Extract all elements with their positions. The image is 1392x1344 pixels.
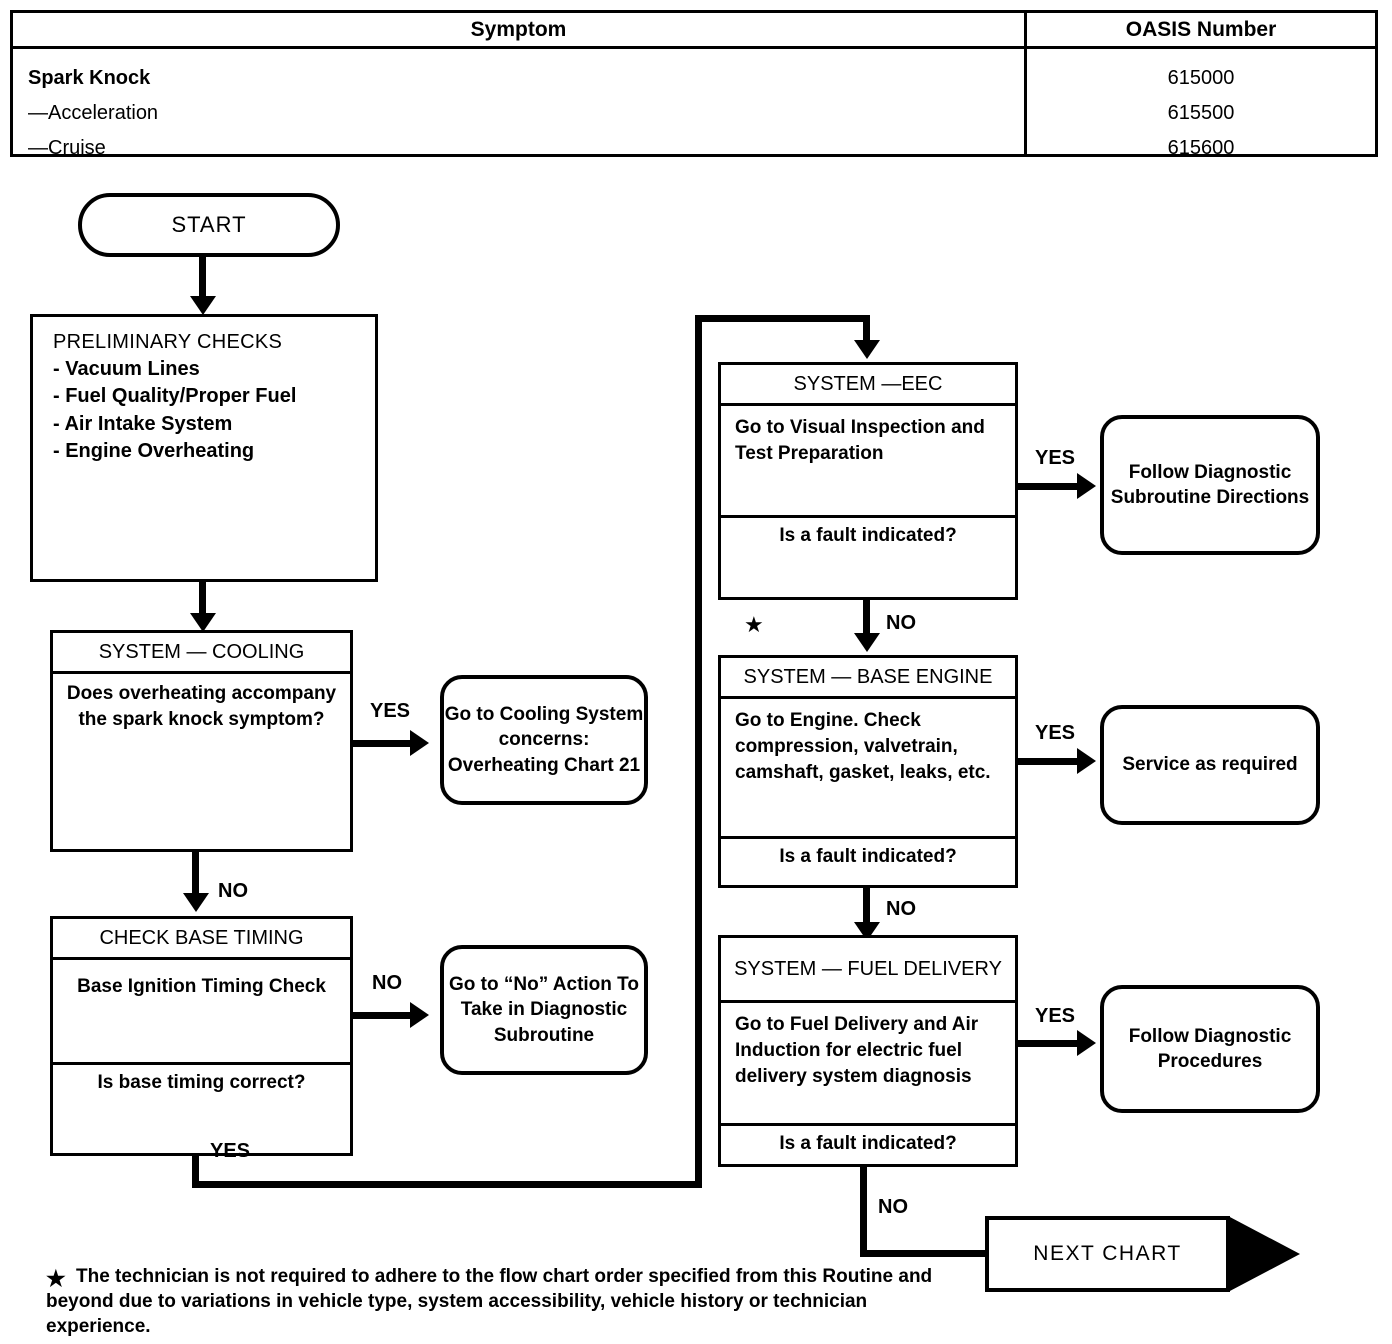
connector-base-engine-no [863, 888, 870, 930]
arrowhead-down [183, 893, 209, 912]
table-header-row [13, 13, 1375, 49]
arrowhead-right [1077, 748, 1096, 774]
preliminary-item: - Fuel Quality/Proper Fuel [53, 385, 297, 408]
check-base-timing-node: CHECK BASE TIMING Base Ignition Timing C… [50, 916, 353, 1156]
system-eec-action: Go to Visual Inspection and Test Prepara… [735, 417, 985, 465]
column-header-oasis: OASIS Number [1125, 17, 1277, 41]
system-eec-title: SYSTEM —EEC [721, 365, 1015, 406]
table-row: —Acceleration [28, 102, 159, 124]
footnote: ★ The technician is not required to adhe… [46, 1264, 976, 1339]
system-fuel-delivery-title: SYSTEM — FUEL DELIVERY [721, 938, 1015, 1003]
connector-eec-yes [1018, 483, 1080, 490]
system-base-engine-title: SYSTEM — BASE ENGINE [721, 658, 1015, 699]
table-row: 615000 [1167, 67, 1235, 89]
label-cooling-no: NO [218, 880, 248, 902]
system-cooling-action: Does overheating accompany the spark kno… [66, 683, 337, 731]
table-row: 615500 [1167, 102, 1235, 124]
arrowhead-down [854, 633, 880, 652]
connector-cooling-yes [353, 740, 413, 747]
star-icon: ★ [46, 1266, 66, 1291]
check-base-timing-question: Is base timing correct? [53, 1062, 350, 1094]
table-row: 615600 [1167, 137, 1235, 159]
system-base-engine-action: Go to Engine. Check compression, valvetr… [735, 710, 991, 784]
system-cooling-title: SYSTEM — COOLING [53, 633, 350, 674]
label-base-timing-yes: YES [210, 1140, 251, 1162]
system-fuel-delivery-node: SYSTEM — FUEL DELIVERY Go to Fuel Delive… [718, 935, 1018, 1167]
preliminary-item: - Vacuum Lines [53, 358, 200, 381]
system-cooling-node: SYSTEM — COOLING Does overheating accomp… [50, 630, 353, 852]
connector-base-timing-yes-down [192, 1156, 199, 1188]
label-eec-no: NO [886, 612, 916, 634]
connector-cooling-no [192, 852, 199, 900]
connector-base-timing-no [353, 1012, 413, 1019]
system-eec-node: SYSTEM —EEC Go to Visual Inspection and … [718, 362, 1018, 600]
connector-base-timing-yes-across [192, 1181, 702, 1188]
arrowhead-right [410, 730, 429, 756]
arrowhead-down [190, 296, 216, 315]
system-base-engine-question: Is a fault indicated? [721, 836, 1015, 868]
connector-feedback-into-eec [863, 315, 870, 345]
system-eec-question: Is a fault indicated? [721, 515, 1015, 547]
arrowhead-right [1077, 1030, 1096, 1056]
footnote-text: The technician is not required to adhere… [46, 1266, 933, 1338]
cooling-result-box: Go to Cooling System concerns: Overheati… [440, 675, 648, 805]
arrowhead-right [410, 1002, 429, 1028]
connector-fuel-delivery-yes [1018, 1040, 1080, 1047]
connector-fuel-delivery-no-across [860, 1250, 990, 1257]
fuel-delivery-result-box: Follow Diagnostic Procedures [1100, 985, 1320, 1113]
arrowhead-down [190, 613, 216, 632]
preliminary-item: - Engine Overheating [53, 439, 255, 462]
label-base-timing-no: NO [372, 972, 402, 994]
label-fuel-delivery-no: NO [878, 1196, 908, 1218]
arrowhead-right [1077, 473, 1096, 499]
check-base-timing-title: CHECK BASE TIMING [53, 919, 350, 960]
preliminary-checks-box: PRELIMINARY CHECKS - Vacuum Lines - Fuel… [30, 314, 378, 582]
system-base-engine-node: SYSTEM — BASE ENGINE Go to Engine. Check… [718, 655, 1018, 888]
table-column-divider [1024, 13, 1027, 154]
star-icon: ★ [744, 612, 764, 637]
next-chart-banner: NEXT CHART [985, 1216, 1230, 1292]
arrowhead-down [854, 340, 880, 359]
base-timing-result-box: Go to “No” Action To Take in Diagnostic … [440, 945, 648, 1075]
preliminary-heading: PRELIMINARY CHECKS [53, 331, 283, 353]
connector-feedback-up [695, 315, 702, 1188]
connector-eec-no [863, 600, 870, 640]
label-eec-yes: YES [1035, 447, 1076, 469]
label-fuel-delivery-yes: YES [1035, 1005, 1076, 1027]
oasis-cells: 615000 615500 615600 [1027, 49, 1375, 159]
symptom-oasis-table: Symptom OASIS Number Spark Knock —Accele… [10, 10, 1378, 159]
start-node: START [78, 193, 340, 257]
label-cooling-yes: YES [370, 700, 411, 722]
check-base-timing-action: Base Ignition Timing Check [77, 976, 326, 997]
preliminary-item: - Air Intake System [53, 412, 233, 435]
system-fuel-delivery-question: Is a fault indicated? [721, 1123, 1015, 1155]
column-header-symptom: Symptom [470, 17, 567, 41]
table-row: —Cruise [28, 137, 106, 159]
system-fuel-delivery-action: Go to Fuel Delivery and Air Induction fo… [735, 1014, 979, 1088]
label-base-engine-no: NO [886, 898, 916, 920]
connector-start-to-preliminary [199, 257, 206, 302]
next-chart-arrowhead [1228, 1216, 1300, 1292]
table-row: Spark Knock [28, 67, 151, 89]
connector-preliminary-to-cooling [199, 582, 206, 620]
connector-base-engine-yes [1018, 758, 1080, 765]
connector-fuel-delivery-no-down [860, 1167, 867, 1257]
label-base-engine-yes: YES [1035, 722, 1076, 744]
symptom-cells: Spark Knock —Acceleration —Cruise [13, 49, 1024, 159]
eec-result-box: Follow Diagnostic Subroutine Directions [1100, 415, 1320, 555]
connector-feedback-top-across [695, 315, 870, 322]
base-engine-result-box: Service as required [1100, 705, 1320, 825]
